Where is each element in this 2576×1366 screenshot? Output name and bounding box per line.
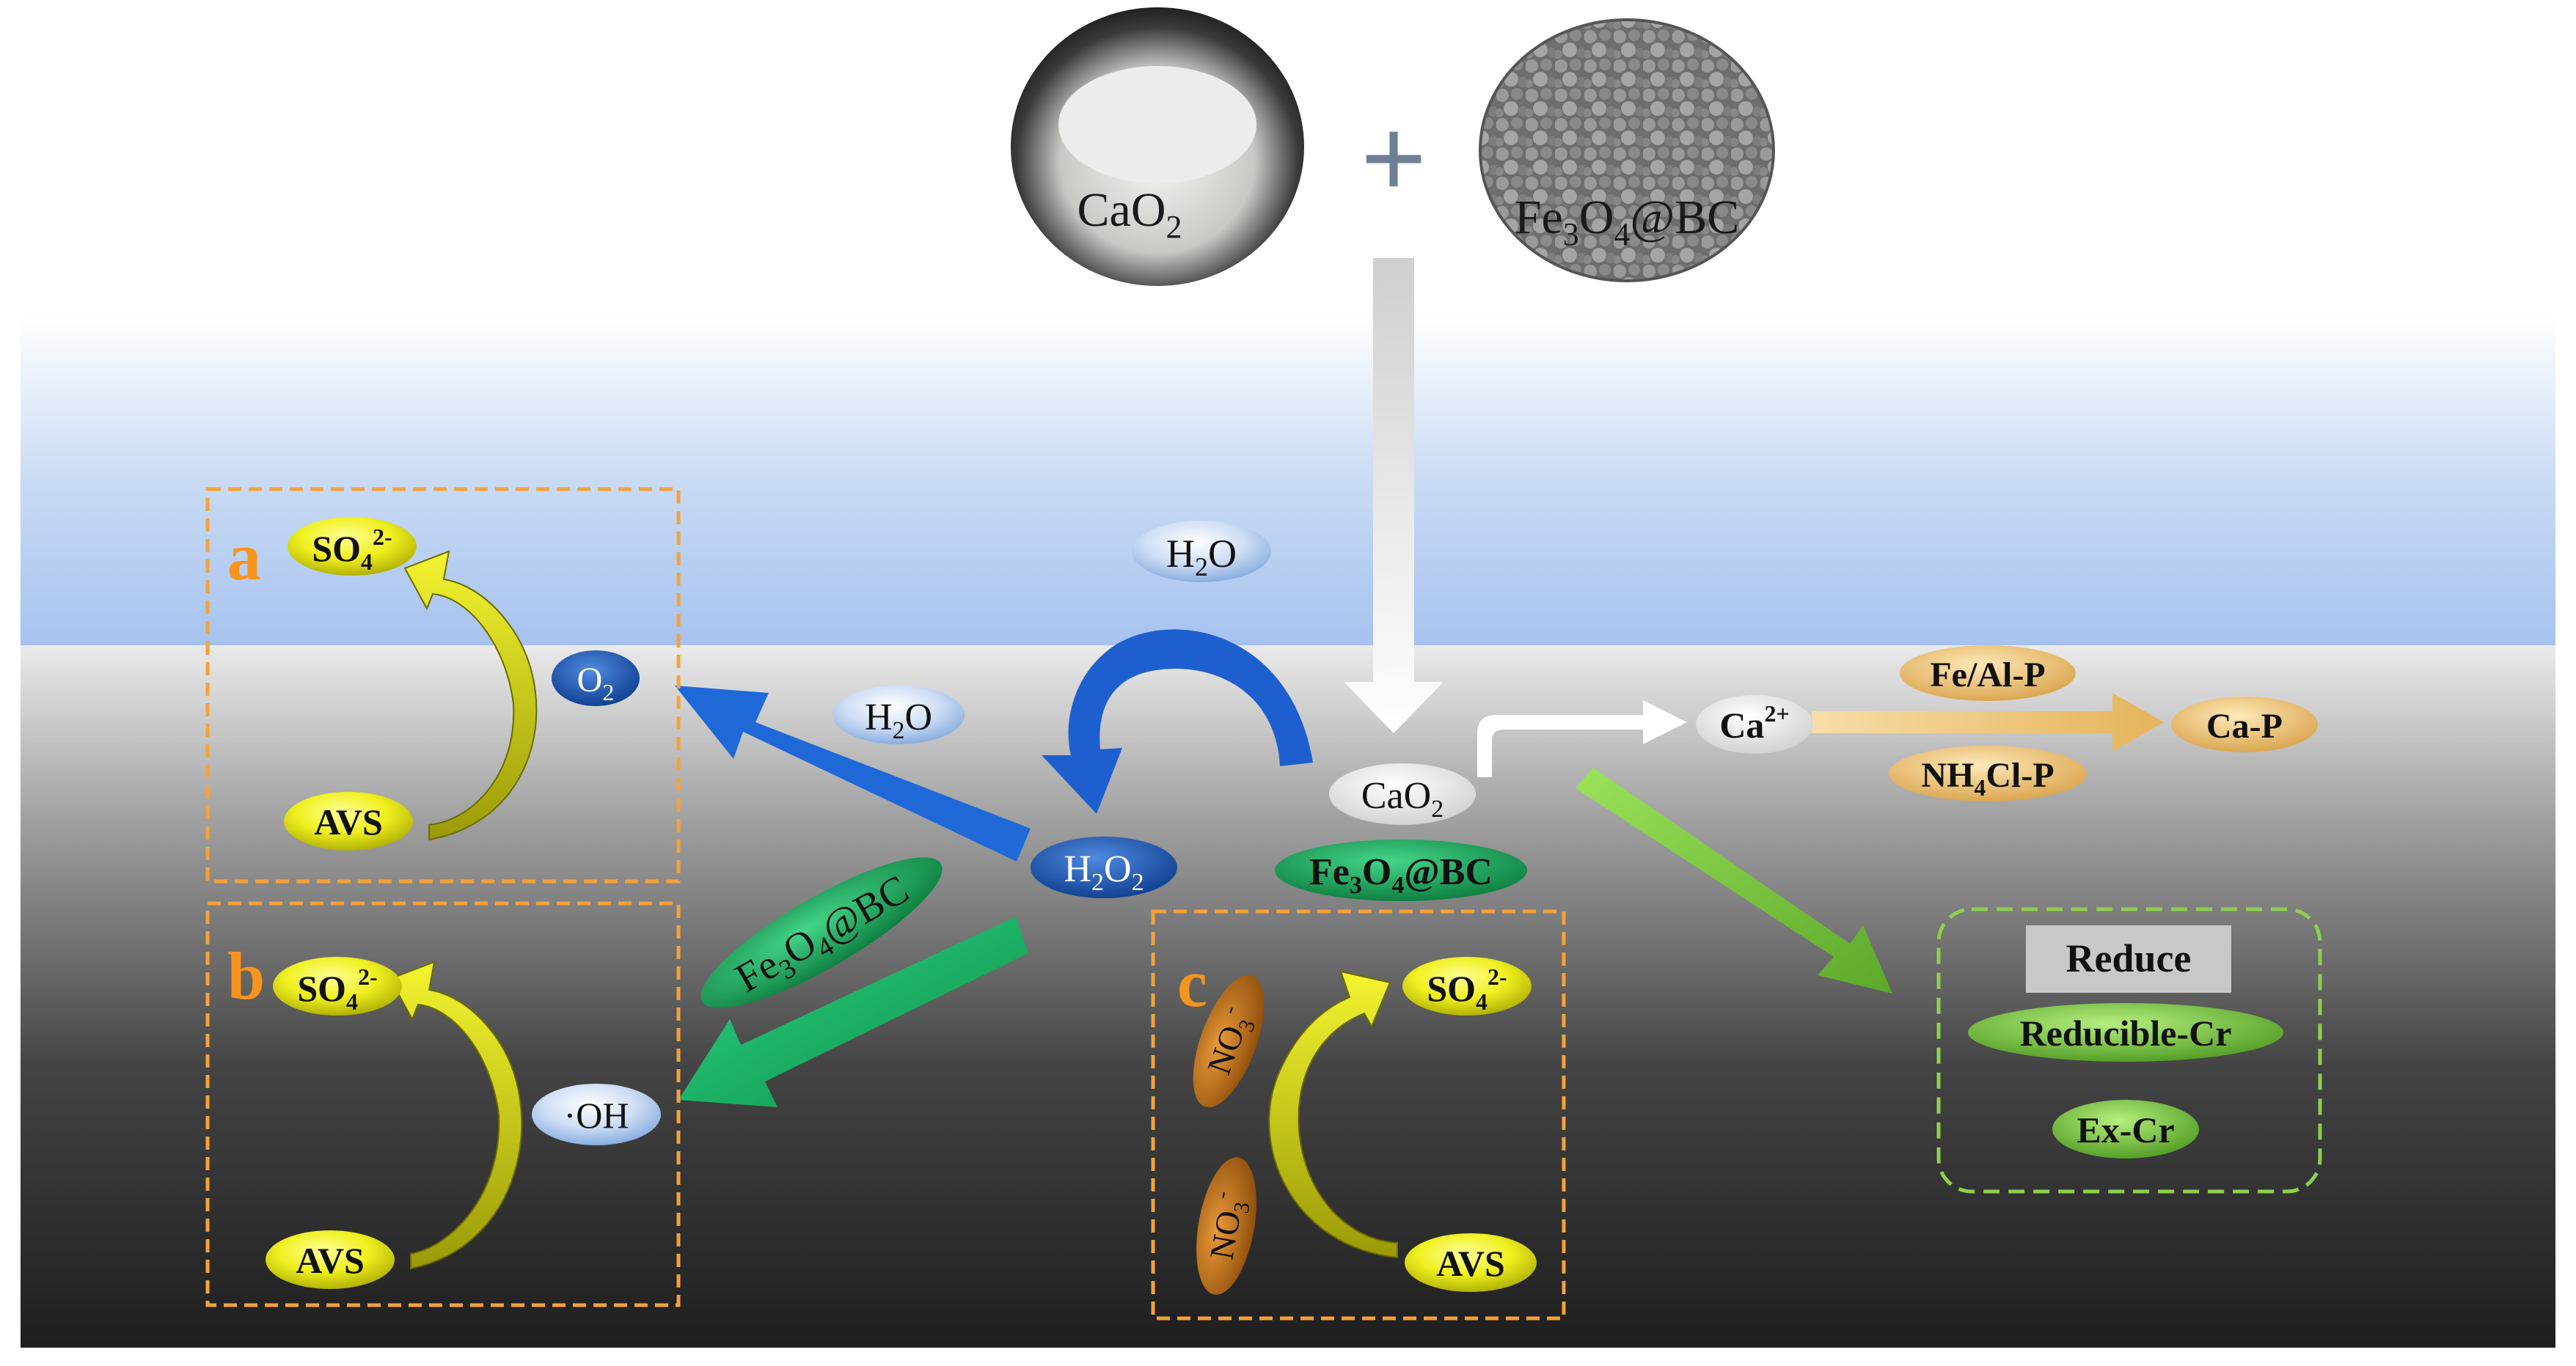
svg-text:SO42-: SO42- <box>297 963 377 1015</box>
svg-text:H2O2: H2O2 <box>1064 848 1144 896</box>
box-b-avs: AVS <box>266 1230 395 1289</box>
svg-text:AVS: AVS <box>314 801 383 842</box>
fe3o4bc-photo-label: Fe3O4@BC <box>1515 191 1740 252</box>
reduce-heading: Reduce <box>2066 936 2192 980</box>
ca-p: Ca-P <box>2171 697 2318 752</box>
box-a-sulfate: SO42- <box>288 517 417 576</box>
svg-text:Ca-P: Ca-P <box>2206 707 2283 746</box>
box-a <box>205 487 681 884</box>
box-c-nitrate-bottom: NO3- <box>1196 1157 1256 1295</box>
h2o-mid-ellipse: H2O <box>833 686 965 744</box>
hydrolysis-arrow <box>1042 629 1313 814</box>
phosphorus-transform-arrow <box>1812 693 2164 752</box>
chromium-box <box>1936 907 2322 1194</box>
box-b <box>205 901 681 1307</box>
svg-text:Ex-Cr: Ex-Cr <box>2076 1109 2174 1150</box>
box-c <box>1151 909 1566 1321</box>
box-c-oxidation-arrow <box>1268 970 1398 1259</box>
cao2-photo-label: CaO2 <box>1077 183 1182 245</box>
box-b-letter: b <box>227 939 265 1013</box>
box-a-letter: a <box>227 519 261 594</box>
box-c-sulfate: SO42- <box>1402 957 1532 1016</box>
h2o-top-ellipse: H2O <box>1132 521 1271 582</box>
svg-text:SO42-: SO42- <box>1427 963 1507 1015</box>
box-b-sulfate: SO42- <box>273 957 402 1016</box>
svg-text:Fe/Al-P: Fe/Al-P <box>1930 656 2045 694</box>
fenton-arrow <box>678 917 1028 1107</box>
addition-arrow <box>1344 258 1443 733</box>
svg-text:CaO2: CaO2 <box>1361 775 1443 823</box>
fe3o4bc-photo: Fe3O4@BC <box>1479 18 1775 282</box>
chromium-reduction-arrow <box>1576 768 1892 994</box>
cao2-ellipse: CaO2 <box>1329 763 1476 825</box>
water-layer <box>21 315 2555 645</box>
svg-text:NH4Cl-P: NH4Cl-P <box>1921 756 2054 801</box>
svg-text:O2: O2 <box>577 661 615 705</box>
box-b-oxidation-arrow <box>389 961 523 1270</box>
svg-text:SO42-: SO42- <box>312 524 392 575</box>
box-c-letter: c <box>1177 946 1207 1021</box>
calcium-ion: Ca2+ <box>1696 695 1813 754</box>
svg-text:Reducible-Cr: Reducible-Cr <box>2020 1013 2232 1054</box>
svg-text:NO3-: NO3- <box>1199 1189 1256 1263</box>
box-c-nitrate-top: NO3- <box>1193 974 1265 1108</box>
svg-text:Ca2+: Ca2+ <box>1719 700 1789 746</box>
plus-icon: + <box>1360 93 1427 224</box>
svg-text:H2O: H2O <box>865 697 932 744</box>
box-a-avs: AVS <box>284 792 413 851</box>
h2o2-ellipse: H2O2 <box>1031 837 1177 898</box>
svg-text:·OH: ·OH <box>564 1095 629 1136</box>
ex-cr: Ex-Cr <box>2052 1100 2199 1158</box>
cao2-photo: CaO2 <box>1011 7 1304 286</box>
fe-al-p: Fe/Al-P <box>1900 645 2076 701</box>
svg-text:AVS: AVS <box>296 1240 365 1281</box>
reducible-cr: Reducible-Cr <box>1968 1003 2283 1062</box>
svg-text:Fe3O4@BC: Fe3O4@BC <box>1309 851 1493 899</box>
calcium-release-arrow <box>1477 700 1687 777</box>
box-b-hydroxyl: ·OH <box>532 1084 661 1145</box>
box-a-oxidation-arrow <box>403 550 538 841</box>
fe3o4bc-ellipse: Fe3O4@BC <box>1275 840 1527 901</box>
nh4cl-p: NH4Cl-P <box>1889 746 2087 801</box>
reduce-heading-bg <box>2026 925 2231 993</box>
oxygen-release-arrow <box>675 686 1031 862</box>
svg-text:H2O: H2O <box>1166 532 1237 581</box>
box-c-avs: AVS <box>1405 1233 1537 1292</box>
svg-text:AVS: AVS <box>1436 1243 1505 1284</box>
box-a-oxygen: O2 <box>552 650 640 706</box>
